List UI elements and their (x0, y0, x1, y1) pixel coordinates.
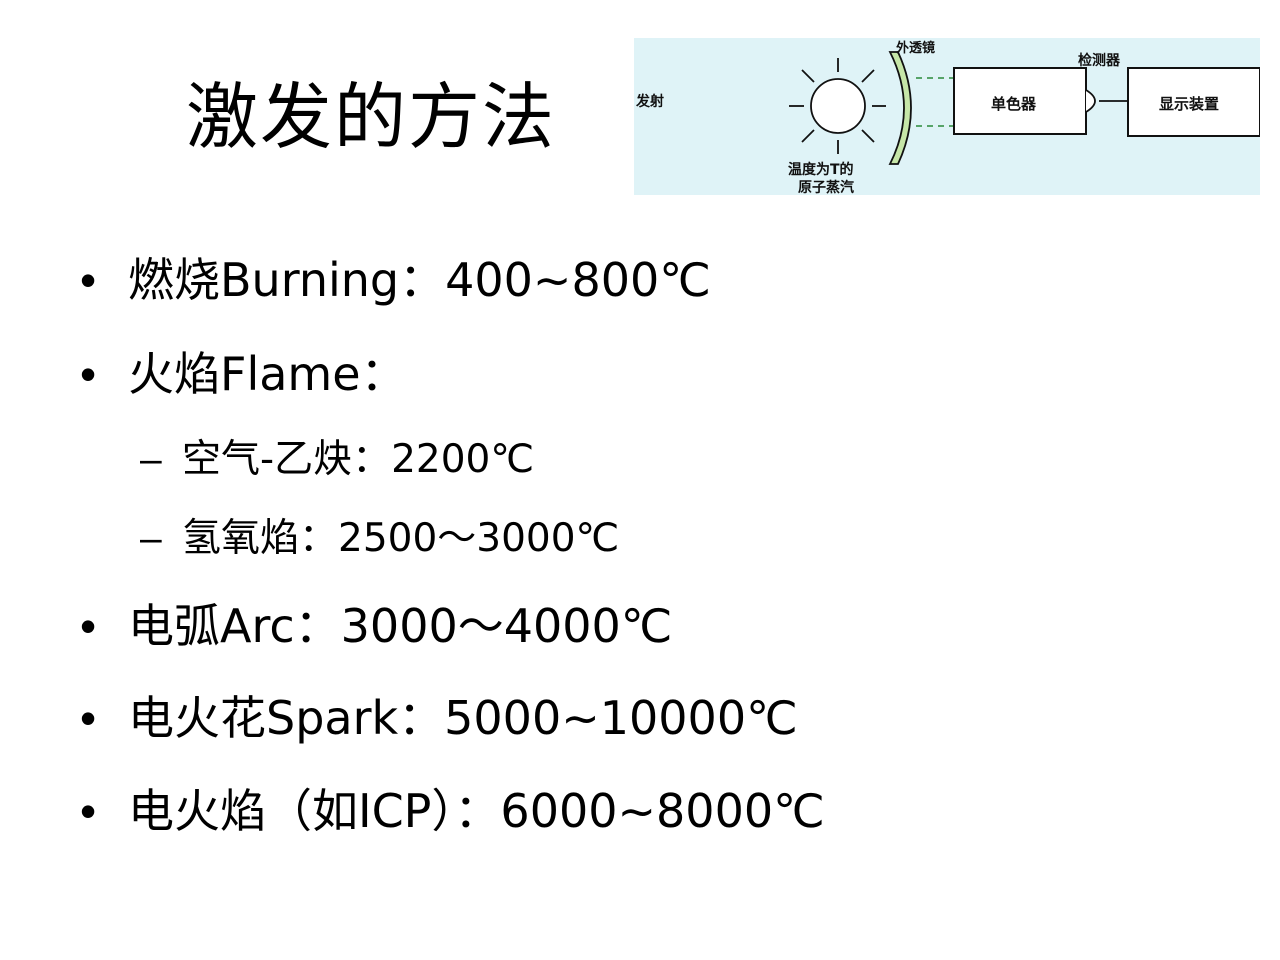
sub-list-item: –空气-乙炔：2200℃ (140, 436, 534, 484)
list-item-text: 电火花Spark：5000~10000℃ (128, 691, 798, 745)
bullet-marker: • (80, 600, 97, 652)
list-item: • 电火花Spark：5000~10000℃ (80, 690, 798, 746)
bullet-marker: • (80, 348, 97, 400)
list-item: • 燃烧Burning：400~800℃ (80, 252, 711, 308)
list-item-text: 电弧Arc：3000～4000℃ (128, 599, 673, 653)
outer-lens-icon (888, 51, 912, 165)
list-item: • 电弧Arc：3000～4000℃ (80, 598, 672, 654)
display-label: 显示装置 (1159, 95, 1219, 113)
list-item-text: 火焰Flame： (128, 347, 407, 401)
monochromator-label: 单色器 (991, 95, 1037, 113)
emission-spectroscopy-diagram: 发射 外透镜 单色器 检测器 显示装置 温度为T的 原子蒸汽 (634, 38, 1260, 195)
sun-source-icon (789, 58, 886, 154)
vapor-label-line2: 原子蒸汽 (798, 179, 854, 195)
detector-label: 检测器 (1078, 52, 1121, 69)
list-item: • 电火焰（如ICP）：6000~8000℃ (80, 783, 825, 839)
sub-list-item-text: 氢氧焰：2500～3000℃ (182, 516, 620, 561)
display-box (1127, 67, 1260, 137)
list-item-text: 电火焰（如ICP）：6000~8000℃ (128, 784, 825, 838)
list-item-text: 燃烧Burning：400~800℃ (128, 253, 711, 307)
bullet-marker: • (80, 692, 97, 744)
bullet-marker: • (80, 785, 97, 837)
monochromator-box (953, 67, 1087, 135)
sub-bullet-marker: – (140, 517, 162, 560)
sub-bullet-marker: – (140, 438, 162, 481)
bullet-marker: • (80, 254, 97, 306)
sub-list-item: –氢氧焰：2500～3000℃ (140, 515, 619, 563)
vapor-label-line1: 温度为T的 (788, 161, 854, 178)
list-item: • 火焰Flame： (80, 346, 407, 402)
emission-label: 发射 (635, 93, 664, 110)
outer-lens-label: 外透镜 (895, 40, 935, 56)
detector-icon (1085, 89, 1096, 113)
sub-list-item-text: 空气-乙炔：2200℃ (182, 437, 535, 482)
slide-title: 激发的方法 (186, 75, 557, 159)
